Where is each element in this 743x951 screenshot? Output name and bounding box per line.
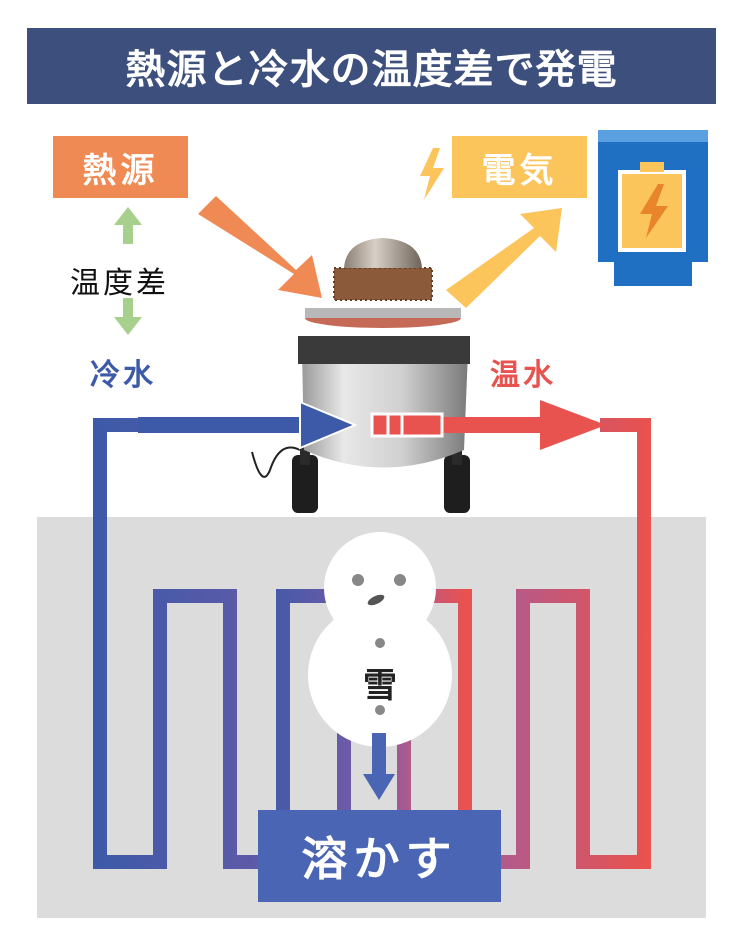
cold-water-label: 冷水 xyxy=(90,358,156,393)
electricity-output-arrow xyxy=(446,208,562,308)
device-pipe-section xyxy=(370,412,444,438)
generator-device xyxy=(251,238,470,513)
snowman xyxy=(308,532,452,747)
battery-icon xyxy=(598,130,708,286)
snow-label: 雪 xyxy=(363,666,397,706)
melt-label: 溶かす xyxy=(301,832,458,886)
cold-water-arrow xyxy=(138,400,358,450)
page-title: 熱源と冷水の温度差で発電 xyxy=(125,47,618,93)
electricity-box: 電気 xyxy=(452,136,587,198)
title-banner: 熱源と冷水の温度差で発電 xyxy=(27,28,716,104)
temperature-difference-label: 温度差 xyxy=(70,266,169,301)
heat-source-label: 熱源 xyxy=(82,150,159,191)
warm-water-arrow xyxy=(440,400,606,450)
water-pipe-loop xyxy=(93,418,651,869)
electricity-label: 電気 xyxy=(481,150,558,191)
temperature-difference-arrow xyxy=(114,207,142,335)
lightning-icon xyxy=(420,148,444,200)
heat-input-arrow xyxy=(198,196,322,298)
melt-box: 溶かす xyxy=(258,810,501,902)
heat-source-box: 熱源 xyxy=(53,136,188,198)
snow-melt-arrow xyxy=(363,733,395,800)
warm-water-label: 温水 xyxy=(490,358,556,393)
